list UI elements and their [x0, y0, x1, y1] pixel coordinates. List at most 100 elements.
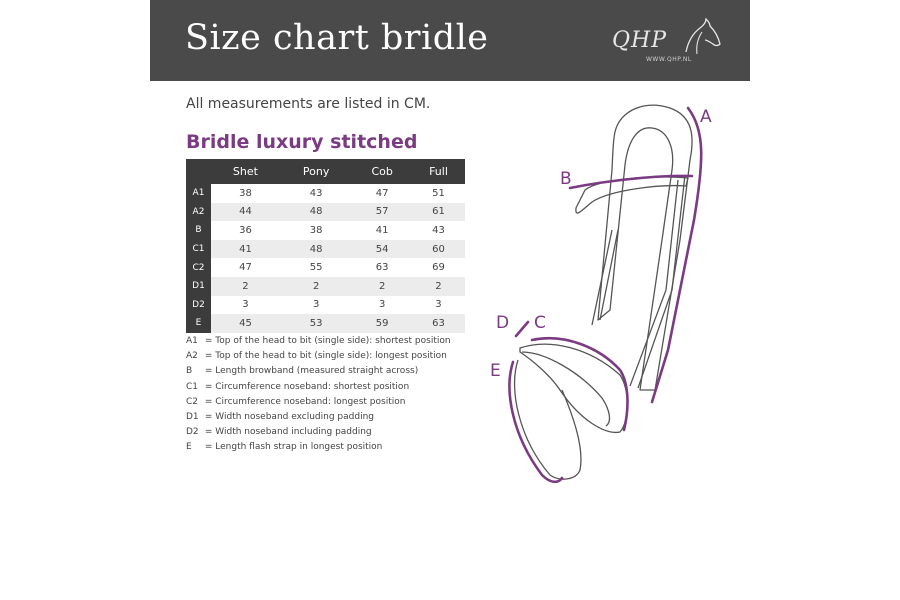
table-cell: 57 [352, 202, 412, 222]
row-label: D1 [186, 276, 211, 296]
table-cell: 63 [375, 262, 389, 274]
measure-line-e [508, 360, 564, 484]
row-label: A1 [186, 184, 211, 203]
table-cell: 3 [312, 299, 320, 311]
legend-key: C1 [186, 381, 199, 392]
table-cell: 51 [432, 187, 445, 199]
row-label: C1 [186, 239, 211, 259]
table-cell: 43 [309, 187, 323, 199]
table-row: A1 38 43 47 51 [186, 184, 465, 203]
table-cell: 63 [411, 314, 465, 333]
legend-item: A1 = Top of the head to bit (single side… [186, 334, 451, 349]
table-cell: 2 [352, 276, 412, 296]
table-row: A2 44 48 57 61 [186, 202, 465, 222]
logo-url: WWW.QHP.NL [646, 56, 692, 63]
table-cell: 60 [411, 239, 465, 259]
page-title: Size chart bridle [185, 18, 489, 58]
header-banner: Size chart bridle QHP WWW.QHP.NL [150, 0, 750, 81]
table-cell: 44 [211, 202, 280, 222]
table-cell: 41 [375, 224, 389, 236]
noseband-padding [521, 351, 611, 427]
table-row: B 36 38 41 43 [186, 221, 465, 240]
legend-key: A2 [186, 351, 198, 362]
browband [575, 176, 689, 214]
legend-item: C1 = Circumference noseband: shortest po… [186, 380, 451, 395]
table-cell: 54 [352, 239, 412, 259]
table-row: E 45 53 59 63 [186, 314, 465, 333]
table-cell: 55 [309, 262, 323, 274]
table-row: D1 2 2 2 2 [186, 276, 465, 296]
row-label: C2 [186, 258, 211, 277]
table-cell: 53 [279, 314, 353, 333]
table-cell: 48 [279, 202, 353, 222]
flash-strap [513, 359, 582, 480]
table-cell: 2 [411, 276, 465, 296]
legend-item: A2 = Top of the head to bit (single side… [186, 349, 451, 364]
bridle-diagram: A B C D E [490, 104, 712, 484]
table-cell: 43 [432, 224, 445, 236]
table-cell: 59 [352, 314, 412, 333]
table-corner [186, 159, 211, 184]
table-cell: 38 [309, 224, 323, 236]
cheek-strap-inner [629, 179, 679, 387]
logo-text: QHP [612, 28, 668, 53]
legend-item: E = Length flash strap in longest positi… [186, 440, 451, 455]
legend-item: C2 = Circumference noseband: longest pos… [186, 395, 451, 410]
table-cell: 3 [378, 299, 386, 311]
label-a: A [700, 107, 712, 127]
legend-text: = Top of the head to bit (single side): … [204, 351, 447, 362]
label-c: C [534, 313, 546, 333]
table-cell: 69 [432, 262, 445, 274]
table-cell: 47 [239, 262, 252, 274]
column-header: Cob [352, 159, 412, 184]
crown-piece [597, 104, 693, 391]
row-label: B [186, 221, 211, 240]
table-cell: 45 [211, 314, 280, 333]
table-row: D2 3 3 3 3 [186, 295, 465, 315]
measure-line-c [530, 336, 629, 432]
table-cell: 3 [435, 299, 442, 311]
legend-key: C2 [186, 396, 199, 407]
horse-head-icon [685, 18, 721, 55]
table-header-row: Shet Pony Cob Full [186, 159, 465, 184]
legend-text: = Width noseband excluding padding [204, 412, 374, 423]
legend-key: B [186, 366, 193, 377]
table-row: C1 41 48 54 60 [186, 239, 465, 259]
table-cell: 2 [279, 276, 353, 296]
legend-text: = Length browband (measured straight acr… [204, 366, 419, 377]
row-label: D2 [186, 295, 211, 315]
legend-item: D1 = Width noseband excluding padding [186, 410, 451, 425]
legend-text: = Width noseband including padding [204, 427, 372, 438]
legend-text: = Circumference noseband: shortest posit… [204, 381, 410, 392]
legend-item: B = Length browband (measured straight a… [186, 364, 451, 379]
table-cell: 36 [239, 224, 252, 236]
row-label: E [186, 314, 211, 333]
cheek-strap [637, 174, 686, 389]
legend-key: A1 [186, 336, 198, 346]
throat-latch [591, 229, 619, 326]
label-b: B [560, 169, 572, 189]
legend-key: D1 [186, 412, 199, 423]
column-header: Pony [279, 159, 353, 184]
table-cell: 41 [211, 239, 280, 259]
table-cell: 3 [242, 299, 249, 311]
column-header: Shet [211, 159, 280, 184]
table-row: C2 47 55 63 69 [186, 258, 465, 277]
table-cell: 48 [279, 239, 353, 259]
section-title: Bridle luxury stitched [186, 131, 418, 153]
measure-line-b [568, 174, 694, 190]
label-d: D [496, 313, 509, 333]
table-cell: 47 [375, 187, 389, 199]
size-table: Shet Pony Cob Full A1 38 43 47 51 A2 44 … [186, 159, 465, 333]
measure-line-a [650, 106, 703, 404]
noseband [519, 343, 629, 433]
legend: A1 = Top of the head to bit (single side… [186, 334, 451, 456]
table-cell: 38 [239, 187, 252, 199]
legend-text: = Top of the head to bit (single side): … [204, 336, 451, 346]
row-label: A2 [186, 202, 211, 222]
intro-text: All measurements are listed in CM. [186, 96, 431, 112]
label-e: E [490, 361, 501, 381]
legend-key: D2 [186, 427, 199, 438]
legend-key: E [186, 442, 192, 453]
legend-item: D2 = Width noseband including padding [186, 425, 451, 440]
